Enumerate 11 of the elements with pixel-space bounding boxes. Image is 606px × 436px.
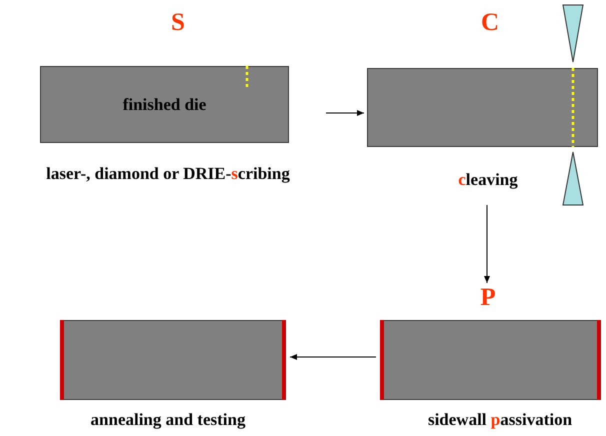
arrow — [326, 110, 364, 116]
step-caption: annealing and testing — [90, 410, 246, 430]
step-letter: S — [171, 10, 185, 35]
step-caption: laser-, diamond or DRIE-scribing — [46, 164, 290, 184]
step-letter: C — [480, 10, 500, 35]
step-caption: sidewall passivation — [428, 410, 572, 430]
die-label: finished die — [122, 94, 206, 114]
arrow — [290, 354, 376, 360]
arrow — [484, 204, 490, 284]
step-letter: P — [480, 285, 496, 310]
step-caption: cleaving — [458, 170, 518, 190]
